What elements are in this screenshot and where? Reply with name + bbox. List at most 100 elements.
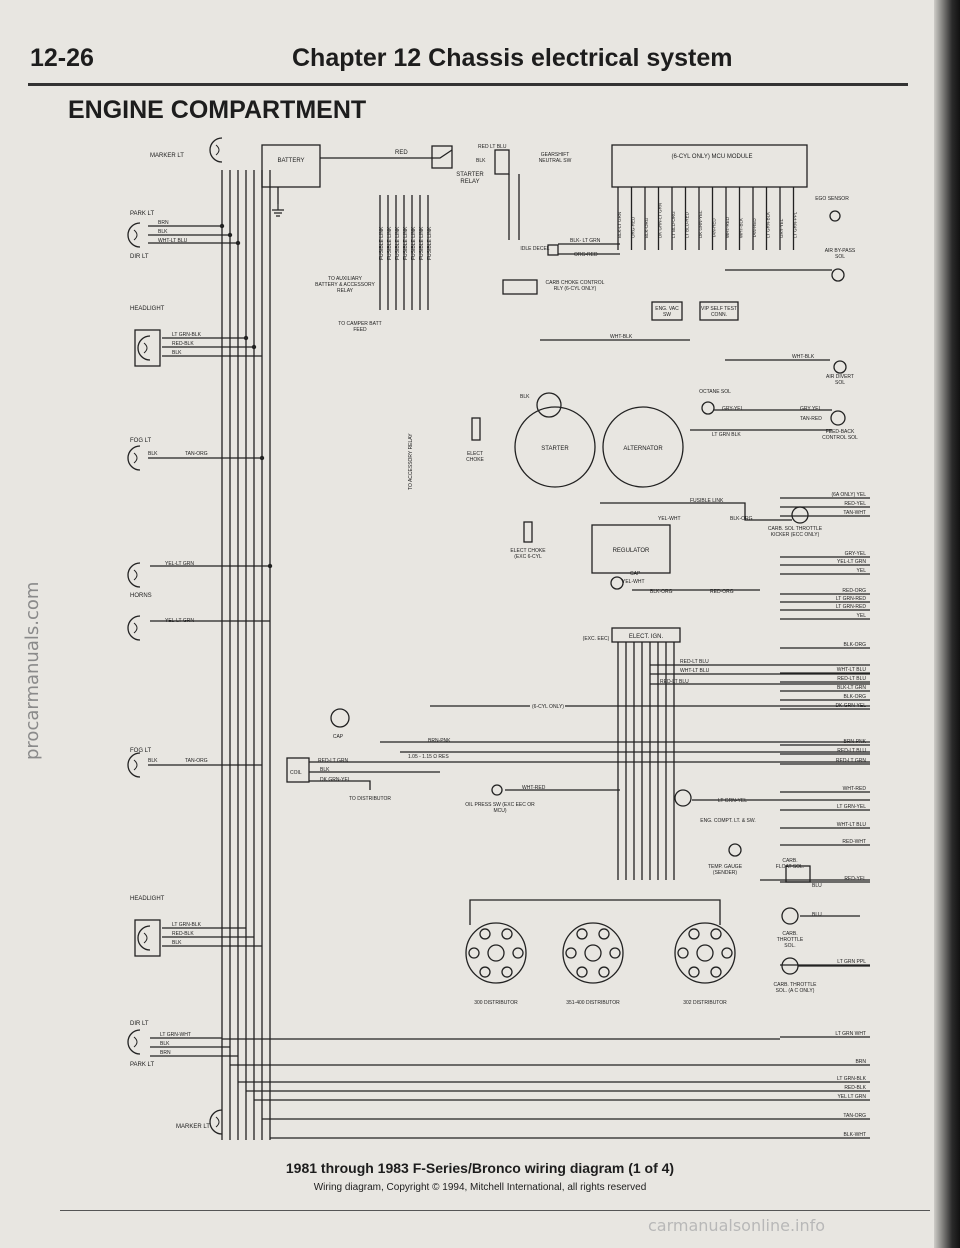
right-wire-label: LT GRN-RED [836, 604, 866, 610]
wire-label: TAN-RED [800, 416, 822, 422]
dist-351-terminal [598, 928, 610, 940]
dist-300-terminal [501, 928, 513, 940]
wire-label: RED-LT GRN [318, 758, 348, 764]
park-lamp-top-filament [133, 229, 138, 241]
horn-2-filament [133, 622, 138, 634]
six-cyl-label: (6-CYL ONLY) [532, 704, 564, 710]
fog-lamp-top-filament [133, 452, 138, 464]
air-divert-label-line: SOL [835, 380, 845, 386]
mcu-pin-label: LT BLU-ORG [671, 211, 676, 238]
fusible-link-label: FUSIBLE LINK [690, 498, 724, 504]
right-wire-label: RED-ORG [842, 588, 866, 594]
dist-300-terminal [479, 928, 491, 940]
diagram-caption: 1981 through 1983 F-Series/Bronco wiring… [285, 1160, 675, 1176]
right-wire-label: LT GRN PPL [837, 959, 866, 965]
splice-dot [227, 232, 233, 238]
feed-back-solenoid [830, 410, 846, 426]
starter-relay-label-line: RELAY [460, 179, 479, 185]
carb-throttle-sol-2 [781, 957, 799, 975]
temp-gauge-label: TEMP. GAUGE(SENDER) [708, 864, 743, 876]
section-title: ENGINE COMPARTMENT [68, 96, 367, 124]
right-wire-label: RED-YEL [844, 876, 866, 882]
marker-lamp-bottom-filament [215, 1116, 220, 1128]
right-wire-label: BRN [855, 1059, 866, 1065]
eng-compt-lamp [674, 789, 692, 807]
splice-dot [251, 344, 257, 350]
wire-label: BLU [812, 912, 822, 918]
marker-lamp-bottom [209, 1109, 223, 1135]
bottom-watermark: carmanualsonline.info [648, 1216, 826, 1235]
wire-label: TAN-ORG [185, 451, 208, 457]
eng-compt-label: ENG. COMPT. LT. & SW. [700, 818, 755, 824]
footer-rule [60, 1210, 930, 1211]
feed-back-label-line: CONTROL SOL [822, 435, 858, 441]
carb-throttle-label-line: SOL. (A C ONLY) [776, 988, 815, 994]
battery-label: BATTERY [277, 158, 304, 164]
starter-relay-label-line: STARTER [456, 172, 484, 178]
air-bypass-solenoid [831, 268, 845, 282]
mcu-pin-label: TAN-RED [752, 218, 757, 238]
dist-300-terminal [512, 947, 524, 959]
headlight-top [134, 329, 161, 367]
dist-300-label-line: 300 DISTRIBUTOR [474, 1000, 518, 1006]
horns-label: HORNS [130, 593, 152, 599]
wire-label: WHT-BLK [610, 334, 633, 340]
right-wire-label: RED-YEL [844, 501, 866, 507]
mcu-pin-label: DK GRN-YEL [698, 210, 703, 238]
vip-test-conn [699, 301, 739, 321]
fusible-link-label: FUSIBLE LINK [419, 226, 425, 260]
horn-1-filament [133, 569, 138, 581]
fog-lamp-bottom-filament [133, 759, 138, 771]
fusible-link-label: FUSIBLE LINK [387, 226, 393, 260]
headlight-bottom-bulb [137, 925, 151, 951]
carb-choke-label-line: RLY (6-CYL ONLY) [554, 286, 597, 292]
starter-motor [514, 406, 596, 488]
elect-choke-2 [523, 521, 533, 543]
right-wire-label: LT GRN WHT [835, 1031, 866, 1037]
dir-lamp-label: DIR LT [130, 1021, 149, 1027]
dist-302-terminal [688, 928, 700, 940]
aux-relay-label-line: BATTERY & ACCESSORY [315, 282, 375, 288]
idle-decel-switch [547, 244, 559, 256]
right-wire-label: RED-LT BLU [837, 748, 866, 754]
wire-label: YEL-WHT [622, 579, 645, 585]
voltage-regulator [591, 524, 671, 574]
air-bypass-label-line: SOL [835, 254, 845, 260]
wire-label: BLK [160, 1041, 170, 1047]
right-wire-label: LT GRN-YEL [837, 804, 866, 810]
wire-label: BLK- LT GRN [570, 238, 601, 244]
marker-lamp-label: MARKER LT [176, 1124, 210, 1130]
wire-label: BLK [148, 758, 158, 764]
wire-label: RED [395, 150, 408, 156]
marker-lamp-label: MARKER LT [150, 153, 184, 159]
starter-relay [431, 145, 453, 169]
right-wire-label: WHT-RED [843, 786, 867, 792]
regulator-label: REGULATOR [613, 548, 650, 554]
dist-302-terminal [688, 966, 700, 978]
aux-relay-label-line: RELAY [337, 288, 354, 294]
dist-302-hub [696, 944, 714, 962]
coil-label: COIL [290, 770, 302, 776]
elect-ign-module [611, 627, 681, 643]
wire-label: BLK-ORG [650, 589, 673, 595]
carb-float-solenoid [785, 865, 811, 883]
wire-label: BRN [160, 1050, 171, 1056]
dist-351-terminal [576, 966, 588, 978]
mcu-module-label: (6-CYL ONLY) MCU MODULE [671, 154, 752, 160]
dist-300-terminal [479, 966, 491, 978]
fusible-link-label: FUSIBLE LINK [395, 226, 401, 260]
gearshift-switch [494, 149, 510, 175]
chapter-title: Chapter 12 Chassis electrical system [292, 44, 733, 72]
elect-choke-label-line: CHOKE [466, 457, 484, 463]
carb-choke-label-line: CARB CHOKE CONTROL [546, 280, 605, 286]
starter-label: STARTER [541, 446, 569, 452]
alternator [602, 406, 684, 488]
battery [261, 144, 321, 188]
fusible-link-label: FUSIBLE LINK [403, 226, 409, 260]
wire-label: DK GRN-YEL [320, 777, 351, 783]
